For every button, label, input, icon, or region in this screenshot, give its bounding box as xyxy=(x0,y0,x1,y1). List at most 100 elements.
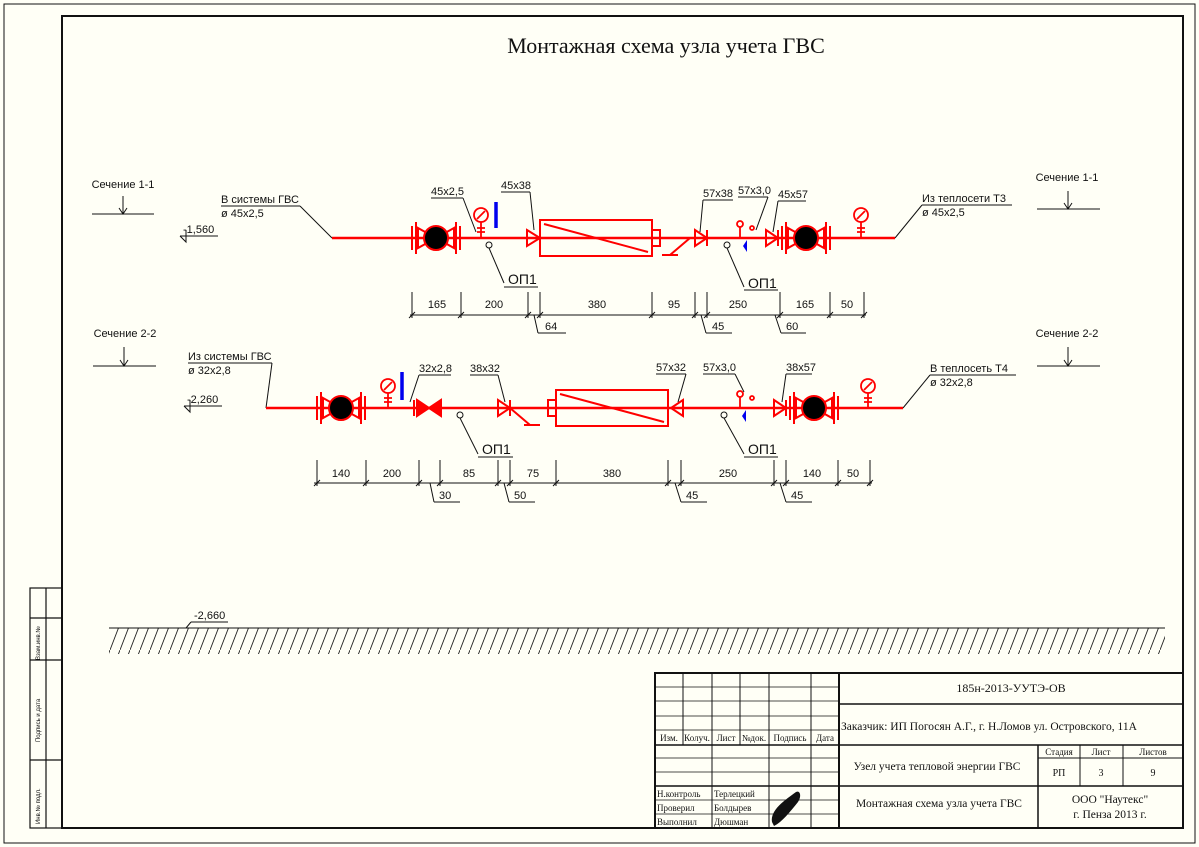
fitting-label: 32х2,8 xyxy=(419,363,452,375)
pipeline-2: Сечение 2-2 Сечение 2-2 -2,260 Из систем… xyxy=(93,328,1100,503)
dimension-value: 250 xyxy=(729,299,747,311)
reducer-2b xyxy=(773,398,788,418)
side-stamp-label: Взам.инв.№ xyxy=(35,626,42,660)
dimension-value: 45 xyxy=(791,490,803,502)
tb-role: Н.контроль xyxy=(657,789,701,799)
pressure-gauge-1a xyxy=(473,207,489,238)
tb-city-year: г. Пенза 2013 г. xyxy=(1073,809,1147,821)
fitting-label: 57х38 xyxy=(703,188,733,200)
level-mark-1: -1,560 xyxy=(183,224,214,236)
level-mark-2: -2,260 xyxy=(187,394,218,406)
sampling-point-2a xyxy=(456,411,464,419)
pipe-label-left-1: В системы ГВС xyxy=(221,194,299,206)
tb-role: Выполнил xyxy=(657,817,697,827)
drawing-title: Монтажная схема узла учета ГВС xyxy=(507,33,825,58)
op-label: ОП1 xyxy=(482,441,511,457)
tb-sheet-header: Лист xyxy=(1092,747,1111,757)
pipe-diam-right-2: ø 32х2,8 xyxy=(930,377,973,389)
tb-header: Подпись xyxy=(773,733,806,743)
tb-header: Дата xyxy=(816,733,834,743)
tb-sheets: 9 xyxy=(1151,768,1156,779)
ball-valve-left-2 xyxy=(316,392,366,424)
reducer-1a xyxy=(526,228,542,248)
inner-frame xyxy=(61,15,1184,829)
pipe-diam-left-2: ø 32х2,8 xyxy=(188,365,231,377)
tb-name: Терлецкий xyxy=(714,789,755,799)
tb-header: Колуч. xyxy=(684,733,710,743)
fitting-label: 38х57 xyxy=(786,362,816,374)
ball-valve-right-2 xyxy=(789,392,839,424)
pipe-diam-left-1: ø 45х2,5 xyxy=(221,208,264,220)
pressure-gauge-1b xyxy=(853,207,869,238)
fitting-label: 45х38 xyxy=(501,180,531,192)
tb-company: ООО "Наутекс" xyxy=(1072,794,1148,806)
pressure-gauge-2a xyxy=(380,378,396,408)
tb-sheet: 3 xyxy=(1099,768,1104,779)
pipe-label-right-2: В теплосеть Т4 xyxy=(930,363,1008,375)
tb-customer: Заказчик: ИП Погосян А.Г., г. Н.Ломов ул… xyxy=(841,721,1138,733)
pressure-gauge-2b xyxy=(860,378,876,408)
dimension-value: 380 xyxy=(603,468,621,480)
probe-small-1 xyxy=(743,240,747,252)
dimension-value: 50 xyxy=(847,468,859,480)
tb-name: Болдырев xyxy=(714,803,751,813)
dimension-value: 50 xyxy=(514,490,526,502)
ball-valve-left-1 xyxy=(411,222,461,254)
dimension-value: 140 xyxy=(332,468,350,480)
tb-stage-header: Стадия xyxy=(1045,747,1072,757)
dimension-value: 45 xyxy=(712,321,724,333)
fitting-label: 57х32 xyxy=(656,362,686,374)
dimension-value: 140 xyxy=(803,468,821,480)
dimension-chain-2 xyxy=(313,460,874,503)
tb-code: 185н-2013-УУТЭ-ОВ xyxy=(956,681,1065,695)
dimension-chain-1 xyxy=(408,292,868,334)
thermometer-2 xyxy=(736,390,755,408)
section-mark-right-2: Сечение 2-2 xyxy=(1036,328,1099,340)
tb-header: №док. xyxy=(742,733,766,743)
section-mark-right-1: Сечение 1-1 xyxy=(1036,172,1099,184)
side-stamp xyxy=(29,587,63,829)
side-stamp-label: Инв.№ подл. xyxy=(35,788,42,824)
pipeline-1: Сечение 1-1 Сечение 1-1 -1,560 В системы… xyxy=(92,172,1100,334)
tb-stage: РП xyxy=(1053,768,1066,779)
pipe-diam-right-1: ø 45х2,5 xyxy=(922,207,965,219)
check-valve-1 xyxy=(694,228,709,248)
sampling-point-2b xyxy=(720,411,728,419)
dimension-value: 250 xyxy=(719,468,737,480)
ball-valve-right-1 xyxy=(781,222,831,254)
gate-valve-2 xyxy=(413,398,442,418)
dimension-value: 50 xyxy=(841,299,853,311)
filter-1 xyxy=(662,237,691,256)
dimension-value: 85 xyxy=(463,468,475,480)
pipe-label-right-1: Из теплосети Т3 xyxy=(922,193,1006,205)
ground-line: -2,660 xyxy=(109,610,1165,654)
reducer-1b xyxy=(765,228,780,248)
fitting-label: 57х3,0 xyxy=(703,362,736,374)
tb-sheets-header: Листов xyxy=(1139,747,1166,757)
filter-check-2 xyxy=(497,398,540,426)
section-mark-left-1: Сечение 1-1 xyxy=(92,179,155,191)
dimension-value: 75 xyxy=(527,468,539,480)
dimension-value: 64 xyxy=(545,321,557,333)
tb-sheet-title: Монтажная схема узла учета ГВС xyxy=(856,798,1022,810)
probe-small-2 xyxy=(742,410,746,422)
outer-frame xyxy=(3,3,1196,844)
dimension-value: 165 xyxy=(796,299,814,311)
section-mark-left-2: Сечение 2-2 xyxy=(94,328,157,340)
fitting-label: 57х3,0 xyxy=(738,185,771,197)
fitting-label: 45х57 xyxy=(778,189,808,201)
signature xyxy=(771,791,801,826)
op-label: ОП1 xyxy=(508,271,537,287)
fitting-label: 38х32 xyxy=(470,363,500,375)
op-label: ОП1 xyxy=(748,275,777,291)
tb-role: Проверил xyxy=(657,803,695,813)
thermometer-1 xyxy=(736,220,755,238)
sampling-point-1b xyxy=(723,241,731,249)
dimension-value: 380 xyxy=(588,299,606,311)
tb-name: Дюшман xyxy=(714,817,748,827)
dimension-value: 60 xyxy=(786,321,798,333)
fitting-label: 45х2,5 xyxy=(431,186,464,198)
flowmeter-1 xyxy=(539,219,661,257)
